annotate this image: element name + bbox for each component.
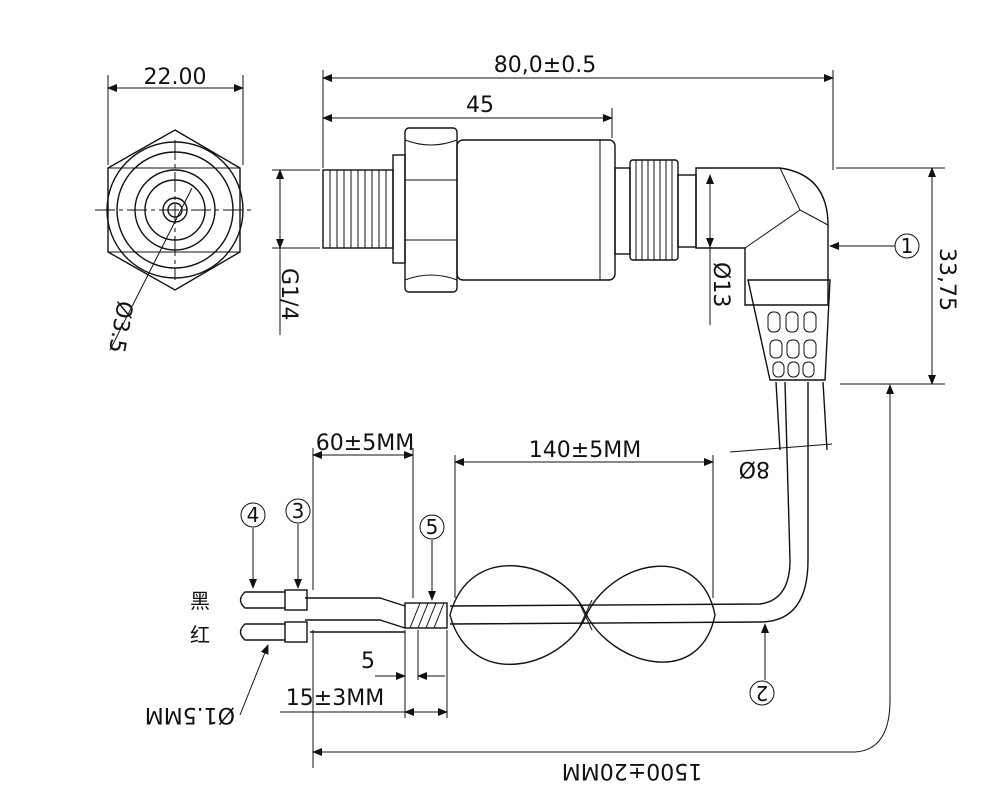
total-length-label: 80,0±0.5: [494, 53, 596, 78]
svg-text:5: 5: [426, 515, 439, 539]
tube-length-label: 15±3MM: [286, 686, 384, 711]
sleeve-length-label: 5: [361, 649, 375, 674]
callout-4: 4: [240, 502, 266, 589]
svg-text:2: 2: [756, 681, 769, 705]
thread-label: G1/4: [276, 268, 301, 320]
wire-label-black: 黑: [190, 589, 210, 613]
wire-strip-dimension: 60±5MM: [312, 431, 414, 598]
svg-text:1: 1: [901, 234, 914, 258]
connector-height-label: 33,75: [934, 248, 959, 311]
hex-width-dimension: 22.00: [107, 65, 244, 165]
hole-diameter-label: Ø3.5: [103, 299, 137, 355]
tube-length-dimension: 15±3MM: [280, 630, 448, 718]
connector-diameter-dimension: Ø13: [706, 174, 733, 325]
thread-dimension: G1/4: [272, 169, 320, 335]
callout-3: 3: [285, 498, 311, 589]
loop-length-label: 140±5MM: [529, 438, 641, 463]
hex-end-view: [95, 129, 255, 351]
connector-diameter-label: Ø13: [708, 262, 733, 307]
cable-length-dimension: 1500±20MM: [312, 384, 894, 783]
body-length-dimension: 45: [322, 93, 613, 138]
cable-diameter-label: 8Ø: [739, 456, 770, 481]
total-length-dimension: 80,0±0.5: [322, 53, 834, 170]
callout-2: 2: [749, 623, 775, 706]
loop-length-dimension: 140±5MM: [454, 438, 714, 598]
wire-diameter-label: Ø1.5MM: [145, 702, 235, 727]
cable-diameter-dimension: 8Ø: [729, 443, 833, 481]
svg-text:4: 4: [247, 503, 260, 527]
wire-diameter-label-group: Ø1.5MM: [145, 644, 269, 727]
svg-text:3: 3: [292, 499, 305, 523]
wire-label-red: 红: [190, 623, 210, 647]
hex-width-label: 22.00: [144, 65, 207, 90]
wire-strip-label: 60±5MM: [316, 431, 414, 456]
cable: [239, 381, 828, 665]
callout-1: 1: [829, 233, 920, 259]
cable-length-label: 1500±20MM: [562, 758, 702, 783]
body-length-label: 45: [466, 93, 494, 118]
callout-5: 5: [419, 514, 445, 601]
connector-height-dimension: 33,75: [836, 167, 959, 385]
sensor-side-view: [322, 127, 831, 381]
